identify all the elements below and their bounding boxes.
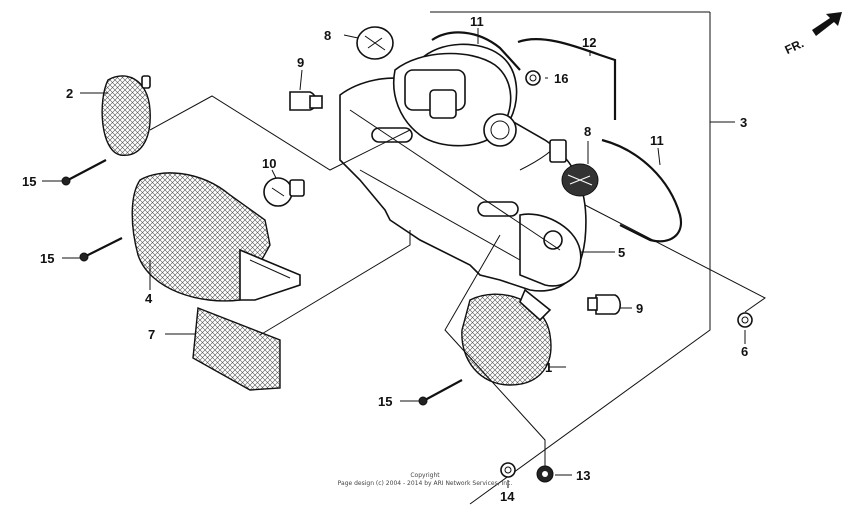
reflector (192, 307, 281, 391)
callout-6: 6 (741, 344, 748, 359)
lamp-socket-top (356, 26, 394, 60)
callout-10: 10 (262, 156, 276, 171)
callout-15-middle: 15 (40, 251, 54, 266)
rear-housing (339, 43, 587, 292)
callout-15-upper: 15 (22, 174, 36, 189)
callout-3: 3 (740, 115, 747, 130)
callout-12: 12 (582, 35, 596, 50)
copyright-line-2: Page design (c) 2004 - 2014 by ARI Netwo… (338, 480, 513, 487)
callout-5: 5 (618, 245, 625, 260)
gasket-right (601, 138, 683, 243)
bulb-small-bottom (587, 294, 622, 315)
callout-16: 16 (554, 71, 568, 86)
nut-16 (525, 70, 541, 86)
callout-11-top: 11 (470, 14, 484, 29)
bulb-large (263, 177, 305, 207)
callout-1: 1 (545, 360, 552, 375)
callout-9-top: 9 (297, 55, 304, 70)
callout-14: 14 (500, 489, 515, 504)
callout-13: 13 (576, 468, 590, 483)
callout-9-bottom: 9 (636, 301, 643, 316)
callout-2: 2 (66, 86, 73, 101)
callout-11-right: 11 (650, 133, 664, 148)
callout-numbers: 1 2 3 4 5 6 7 8 8 9 9 10 11 11 12 13 14 … (22, 14, 748, 504)
lamp-socket-right (561, 163, 599, 197)
callout-7: 7 (148, 327, 155, 342)
assembly-bracket-lines (430, 11, 735, 505)
front-direction-arrow: FR. (783, 12, 842, 57)
bulb-small-top (289, 91, 323, 111)
leader-lines (42, 28, 766, 488)
screw-15-lower (418, 379, 463, 406)
gasket-top (431, 31, 521, 71)
nut-13 (536, 465, 554, 483)
screw-15-middle (79, 237, 123, 262)
callout-8-top: 8 (324, 28, 331, 43)
callout-4: 4 (145, 291, 153, 306)
callout-8-right: 8 (584, 124, 591, 139)
front-direction-label: FR. (783, 36, 806, 57)
turn-signal-lens-right (461, 288, 552, 386)
tail-lamp-lens (131, 172, 301, 302)
nut-14 (500, 462, 516, 478)
copyright-line-1: Copyright (410, 472, 440, 479)
callout-15-lower: 15 (378, 394, 392, 409)
grommet-6 (737, 312, 753, 328)
seal-strip (517, 38, 617, 120)
screw-15-upper (61, 159, 107, 186)
copyright-notice: Copyright Page design (c) 2004 - 2014 by… (338, 472, 513, 487)
turn-signal-lens-small (101, 75, 151, 156)
